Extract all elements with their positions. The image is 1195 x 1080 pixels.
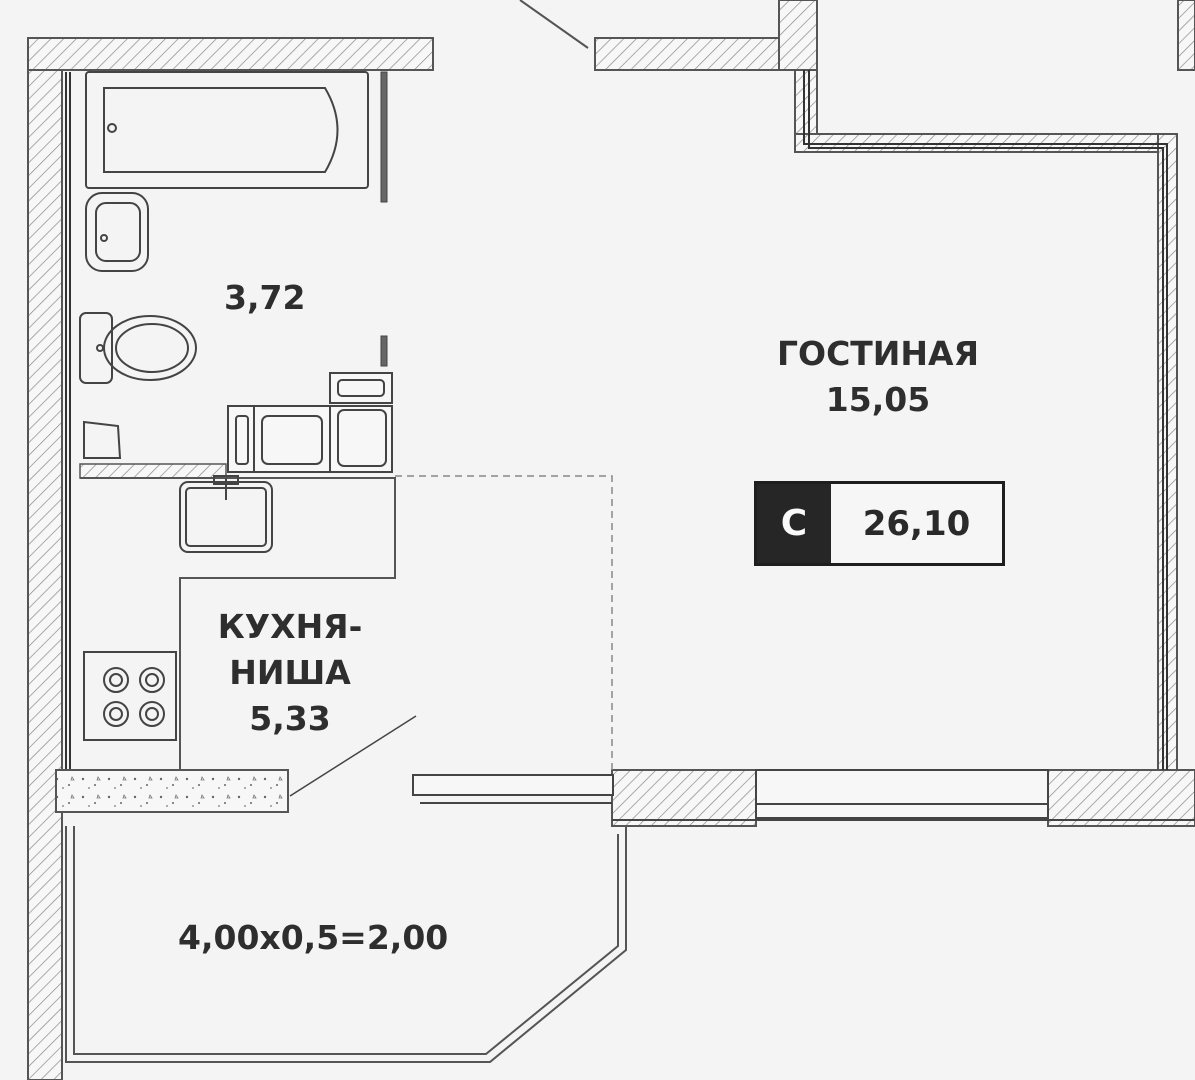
kitchen-sink-icon xyxy=(179,475,273,553)
window-icon xyxy=(412,769,1195,821)
apartment-summary-badge: С 26,10 xyxy=(754,481,1005,566)
stove-icon xyxy=(83,651,177,741)
shaft-blocks xyxy=(227,372,393,473)
bathroom-area-label: 3,72 xyxy=(224,278,306,317)
door-swing xyxy=(519,0,589,49)
kitchen-area: 5,33 xyxy=(249,699,331,739)
living-room-area: 15,05 xyxy=(825,380,931,420)
living-room-label: ГОСТИНАЯ 15,05 xyxy=(760,334,996,421)
kitchen-name-line2: НИША xyxy=(229,653,351,693)
concrete-slab xyxy=(55,769,289,813)
equipment-box xyxy=(83,420,122,459)
apartment-type: С xyxy=(757,484,831,563)
bathroom-partition xyxy=(380,71,388,367)
wall-lining xyxy=(65,70,1168,770)
kitchen-label: КУХНЯ- НИША 5,33 xyxy=(200,604,380,743)
sink-icon xyxy=(85,192,149,272)
bath-kitchen-wall xyxy=(79,463,227,479)
bathtub-icon xyxy=(85,71,369,189)
toilet-icon xyxy=(79,312,197,384)
balcony-area-label: 4,00x0,5=2,00 xyxy=(178,918,449,957)
kitchen-counter xyxy=(80,477,396,770)
total-area: 26,10 xyxy=(862,503,971,544)
zone-boundary xyxy=(395,475,613,770)
kitchen-name-line1: КУХНЯ- xyxy=(217,607,363,646)
leader-line xyxy=(289,715,417,797)
balcony-railing xyxy=(65,825,627,1063)
living-room-name: ГОСТИНАЯ xyxy=(777,334,979,373)
